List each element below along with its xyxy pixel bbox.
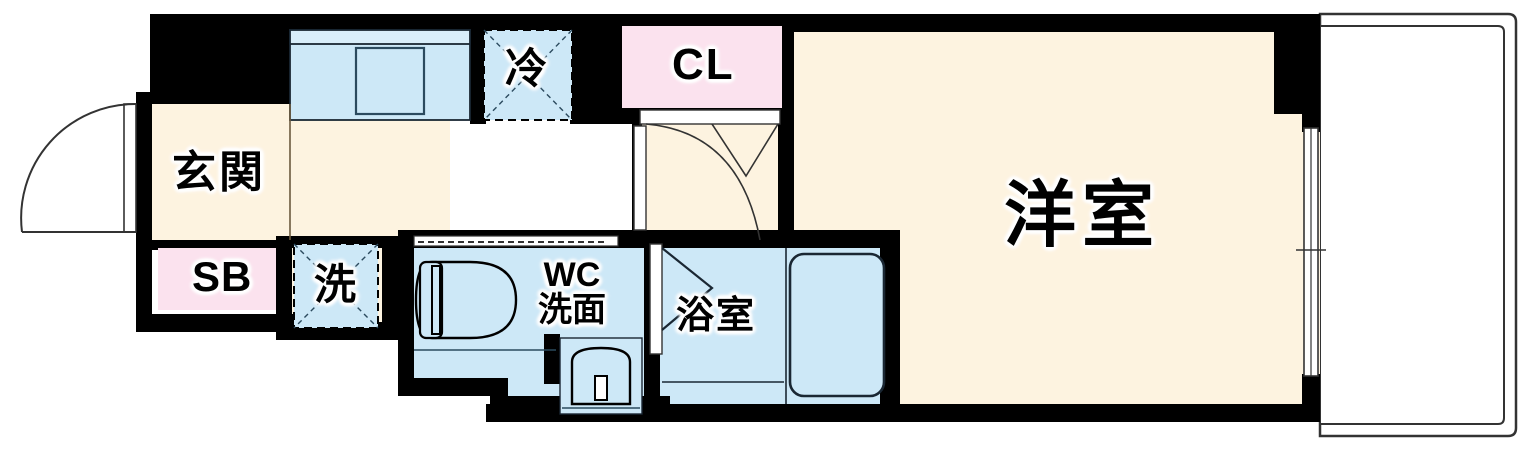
closet-door	[639, 109, 781, 241]
toilet-fixture	[414, 260, 556, 351]
washing-machine-space	[293, 243, 379, 329]
refrigerator-space	[483, 29, 573, 121]
closet-outline	[622, 26, 782, 108]
washbasin-fixture	[559, 337, 643, 415]
balcony-area	[1318, 12, 1518, 438]
hallway-door	[633, 125, 647, 231]
kitchen-counter	[289, 29, 471, 121]
shoe-box-outline	[158, 248, 276, 310]
wc-door	[413, 235, 619, 247]
balcony-window	[1296, 127, 1326, 377]
bath-door	[649, 243, 714, 355]
entrance-door	[20, 102, 137, 233]
bathtub-fixture	[662, 248, 886, 404]
